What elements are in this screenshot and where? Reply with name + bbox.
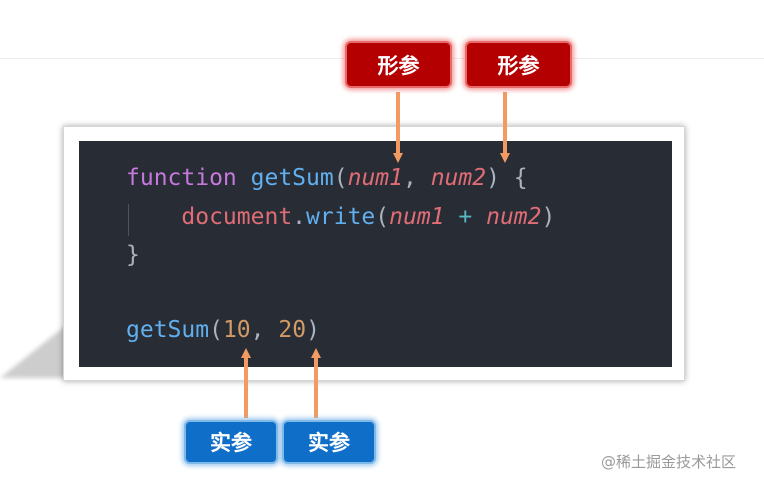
- arg-label-left: 实参: [184, 420, 278, 464]
- arg-label-right: 实参: [282, 420, 376, 464]
- open-paren: (: [375, 204, 390, 230]
- space: [237, 165, 251, 191]
- code-line-document-write: document.write(num1 + num2): [126, 202, 555, 232]
- keyword-function: function: [126, 165, 237, 191]
- close-paren: ): [306, 317, 320, 343]
- function-call-name: getSum: [126, 317, 210, 343]
- indent-guide: [128, 204, 129, 236]
- close-paren: ): [541, 204, 556, 230]
- code-line-function-declaration: function getSum(num1, num2) {: [126, 163, 528, 193]
- indent: [126, 204, 181, 230]
- argument-10: 10: [222, 317, 251, 343]
- member-dot: .: [292, 204, 307, 230]
- param-label-right: 形参: [465, 41, 572, 88]
- open-paren: (: [333, 165, 348, 191]
- space: [472, 204, 486, 230]
- param-separator: ,: [402, 165, 431, 191]
- argument-separator: ,: [250, 317, 279, 343]
- watermark: @稀土掘金技术社区: [601, 453, 737, 471]
- operand-num1: num1: [389, 204, 445, 230]
- decorative-shadow: [0, 322, 70, 378]
- param-num2: num2: [430, 165, 487, 191]
- argument-20: 20: [278, 317, 307, 343]
- code-panel: [79, 141, 672, 367]
- param-label-left: 形参: [345, 41, 452, 88]
- space: [445, 204, 459, 230]
- param-num1: num1: [347, 165, 403, 191]
- object-document: document: [181, 204, 293, 230]
- close-paren-brace: ) {: [486, 165, 528, 191]
- code-line-function-call: getSum(10, 20): [126, 315, 320, 345]
- closing-brace: }: [126, 242, 140, 268]
- method-write: write: [306, 204, 376, 230]
- function-name: getSum: [250, 165, 334, 191]
- operator-plus: +: [458, 204, 473, 230]
- code-line-closing-brace: }: [126, 240, 140, 270]
- operand-num2: num2: [486, 204, 542, 230]
- open-paren: (: [209, 317, 223, 343]
